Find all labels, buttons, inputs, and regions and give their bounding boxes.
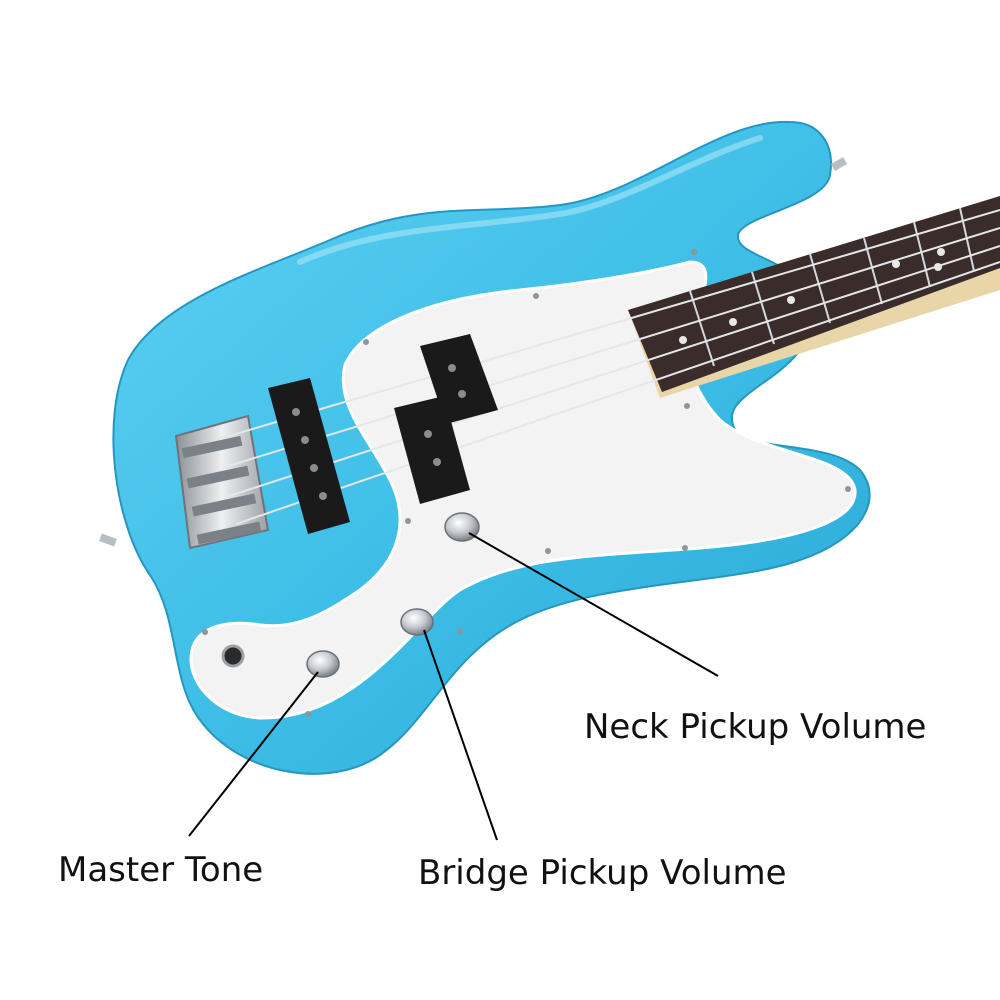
master-tone-knob	[306, 650, 340, 678]
strap-button-bottom	[99, 533, 117, 547]
strings	[214, 209, 1000, 525]
bridge	[174, 414, 270, 550]
strap-button-top	[830, 157, 848, 171]
bridge-volume-knob	[400, 608, 434, 636]
pickguard-screws	[202, 249, 851, 717]
bridge-volume-leader	[423, 629, 498, 841]
master-tone-leader	[188, 671, 319, 837]
fretboard	[628, 196, 1000, 392]
frets	[689, 207, 975, 367]
neck-volume-leader	[468, 532, 719, 677]
bridge-pickup-volume-label: Bridge Pickup Volume	[418, 853, 787, 893]
bridge-pickup	[268, 378, 350, 534]
master-tone-label: Master Tone	[58, 850, 264, 890]
neck-pickup	[394, 334, 498, 504]
output-jack	[221, 644, 245, 668]
neck-pickup-volume-label: Neck Pickup Volume	[584, 707, 927, 747]
